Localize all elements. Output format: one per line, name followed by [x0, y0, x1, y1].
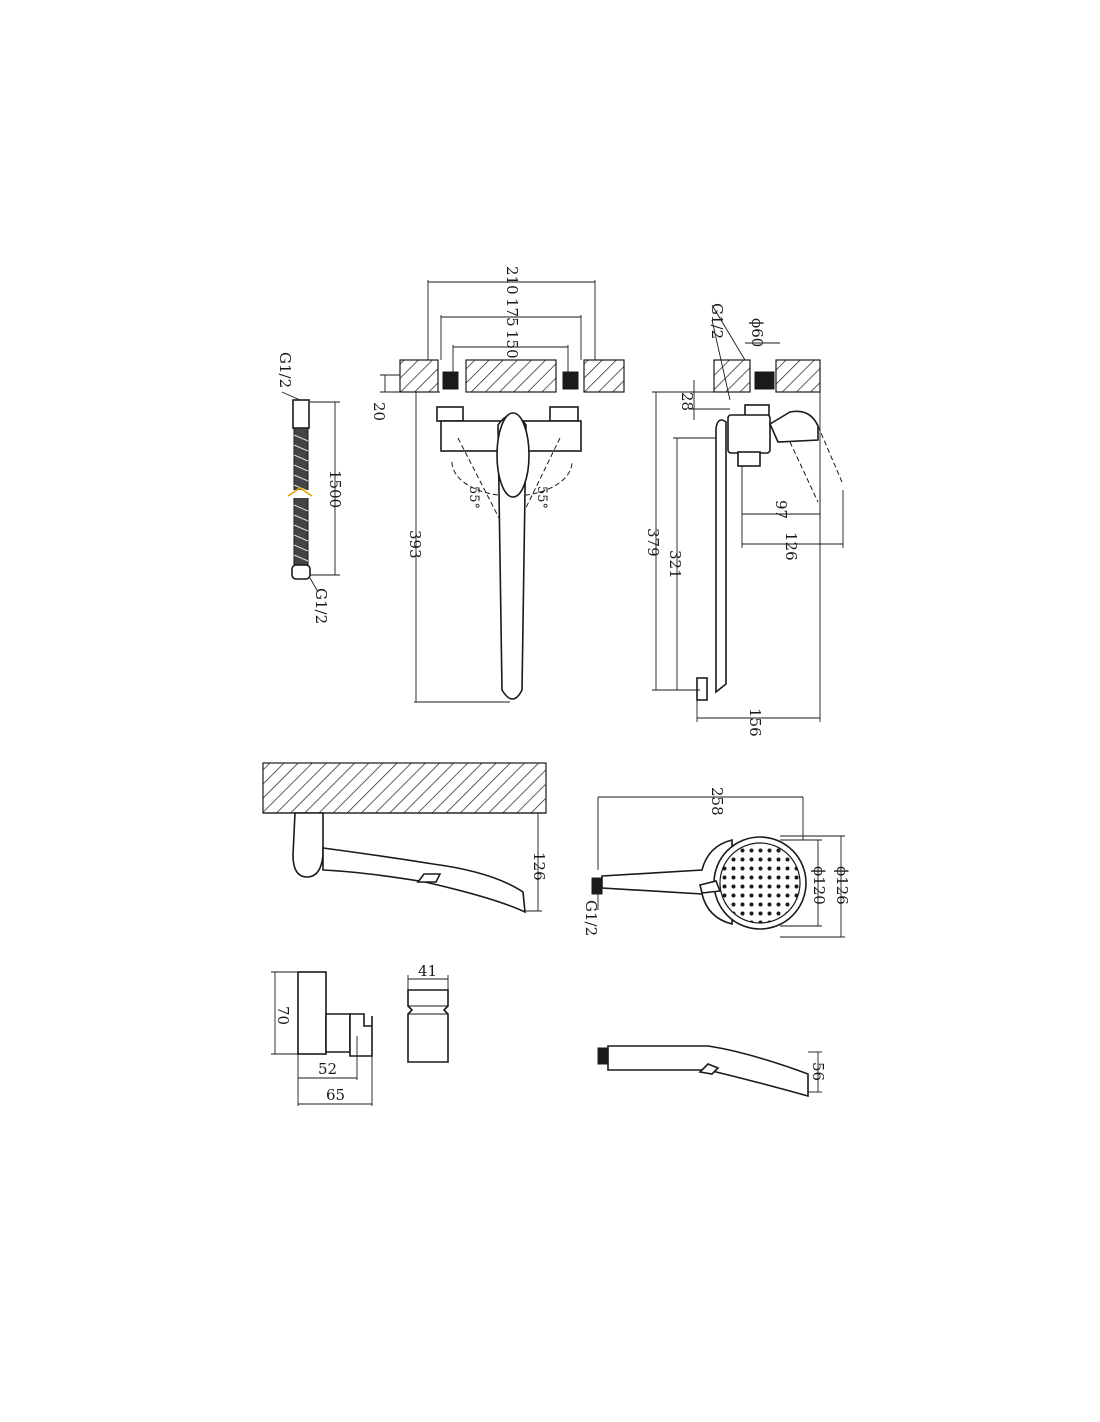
front-angle-left: 55° [466, 486, 481, 509]
holder-cradle [349, 1013, 373, 1057]
holder-width-outer: 65 [326, 1086, 345, 1104]
inlet-left [442, 371, 459, 390]
hose-thread-top: G1/2 [276, 352, 294, 388]
side-height-spout: 321 [666, 550, 684, 579]
shower-thread-end [591, 877, 603, 895]
spout-top-view: 126 [262, 762, 548, 914]
front-width-inner: 150 [503, 330, 521, 359]
front-width-outer: 210 [503, 266, 521, 295]
side-lever [768, 410, 819, 443]
side-body-depth: 126 [782, 532, 800, 561]
hose-view: G1/2 1500 G1/2 [276, 352, 344, 624]
side-depth-total: 156 [746, 708, 764, 737]
side-diameter: ϕ60 [748, 318, 766, 347]
side-cartridge [737, 451, 761, 467]
shower-handle [601, 838, 733, 926]
side-height-total: 379 [644, 528, 662, 557]
holder-arm [325, 1013, 351, 1053]
profile-button [698, 1063, 720, 1075]
spout-nozzle [416, 873, 442, 883]
spout-wall [262, 762, 547, 814]
profile-height: 56 [809, 1062, 827, 1081]
side-spout [715, 419, 727, 694]
shower-length: 258 [708, 787, 726, 816]
side-view: G1/2 ϕ60 28 97 126 379 321 156 [644, 303, 844, 737]
shower-outer-diameter: ϕ126 [833, 866, 851, 905]
front-width-mid: 175 [503, 298, 521, 327]
side-wall-left [713, 359, 751, 393]
nut-right [549, 406, 579, 422]
wall-right [583, 359, 625, 393]
side-offset: 28 [678, 392, 696, 411]
hose-top-fitting [292, 399, 310, 429]
front-height: 393 [406, 530, 424, 559]
inlet-right [562, 371, 579, 390]
wall-left [399, 359, 439, 393]
side-body [727, 414, 771, 454]
holder-plate [297, 971, 327, 1055]
spout-base [292, 812, 324, 878]
shower-thread: G1/2 [582, 900, 600, 936]
wall-center [465, 359, 557, 393]
front-wall-depth: 20 [370, 402, 388, 421]
hose-bottom-fitting [291, 564, 311, 580]
profile-thread-end [597, 1047, 609, 1065]
holder-front [407, 989, 449, 1063]
side-handle-reach: 97 [772, 500, 790, 519]
shower-button [699, 880, 722, 894]
lever-front [496, 412, 530, 498]
profile-handle [607, 1045, 809, 1098]
shower-profile-view: 56 [597, 1045, 827, 1098]
holder-view: 70 52 65 41 [271, 962, 449, 1106]
side-thread: G1/2 [708, 303, 726, 339]
side-spout-tip [696, 677, 708, 701]
side-inlet [754, 371, 775, 390]
spout-length: 126 [530, 852, 548, 881]
holder-height: 70 [274, 1006, 292, 1025]
holder-front-width: 41 [418, 962, 437, 980]
hose-thread-bottom: G1/2 [312, 588, 330, 624]
hand-shower-view: 258 ϕ120 ϕ126 G1/2 [582, 787, 851, 938]
shower-face [719, 842, 801, 924]
front-view: 210 175 150 20 393 55° 55° [370, 266, 625, 703]
nut-left [436, 406, 464, 422]
shower-inner-diameter: ϕ120 [810, 866, 828, 905]
holder-width-inner: 52 [318, 1060, 337, 1078]
break-mark [287, 487, 313, 497]
front-angle-right: 55° [534, 486, 549, 509]
side-wall-right [775, 359, 821, 393]
hose-length: 1500 [326, 470, 344, 508]
